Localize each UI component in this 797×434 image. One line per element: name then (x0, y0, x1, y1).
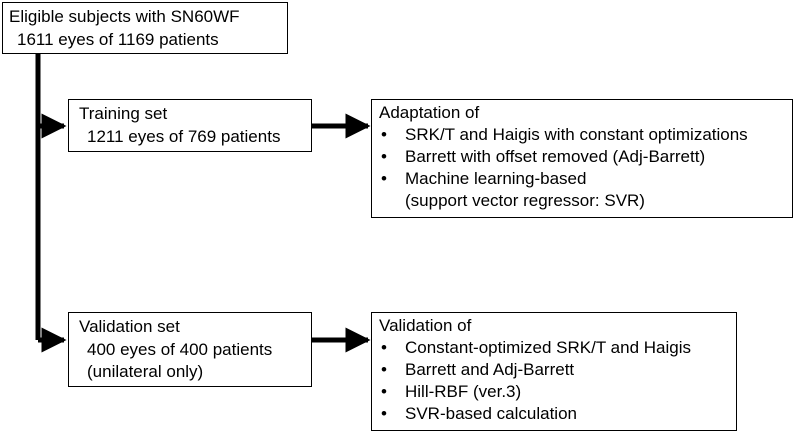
bullet-icon: • (381, 338, 387, 357)
eligible-title: Eligible subjects with SN60WF (9, 7, 240, 26)
validation-item-text: Hill-RBF (ver.3) (405, 382, 522, 401)
validation-of-box: Validation of • Constant-optimized SRK/T… (371, 312, 737, 431)
training-detail: 1211 eyes of 769 patients (87, 127, 281, 146)
validation-set-title: Validation set (79, 317, 180, 336)
adaptation-title: Adaptation of (379, 103, 480, 122)
adaptation-item-text: Machine learning-based (405, 169, 587, 188)
bullet-icon: • (381, 169, 387, 188)
bullet-icon: • (381, 404, 387, 423)
bullet-icon: • (381, 382, 387, 401)
adaptation-continuation: (support vector regressor: SVR) (405, 191, 645, 210)
eligible-subjects-box: Eligible subjects with SN60WF 1611 eyes … (2, 2, 288, 54)
training-set-box: Training set 1211 eyes of 769 patients (68, 99, 312, 152)
training-title: Training set (79, 104, 168, 123)
bullet-icon: • (381, 147, 387, 166)
adaptation-item-text: Barrett with offset removed (Adj-Barrett… (405, 147, 706, 166)
validation-item-text: SVR-based calculation (405, 404, 577, 423)
eligible-detail: 1611 eyes of 1169 patients (17, 30, 219, 49)
validation-set-note: (unilateral only) (87, 362, 204, 381)
adaptation-box: Adaptation of • SRK/T and Haigis with co… (371, 99, 793, 218)
validation-item-text: Constant-optimized SRK/T and Haigis (405, 338, 691, 357)
adaptation-item-text: SRK/T and Haigis with constant optimizat… (405, 125, 748, 144)
validation-item-text: Barrett and Adj-Barrett (405, 360, 575, 379)
bullet-icon: • (381, 360, 387, 379)
validation-of-title: Validation of (379, 316, 472, 335)
validation-set-box: Validation set 400 eyes of 400 patients … (68, 312, 312, 387)
validation-set-detail: 400 eyes of 400 patients (87, 340, 273, 359)
bullet-icon: • (381, 125, 387, 144)
